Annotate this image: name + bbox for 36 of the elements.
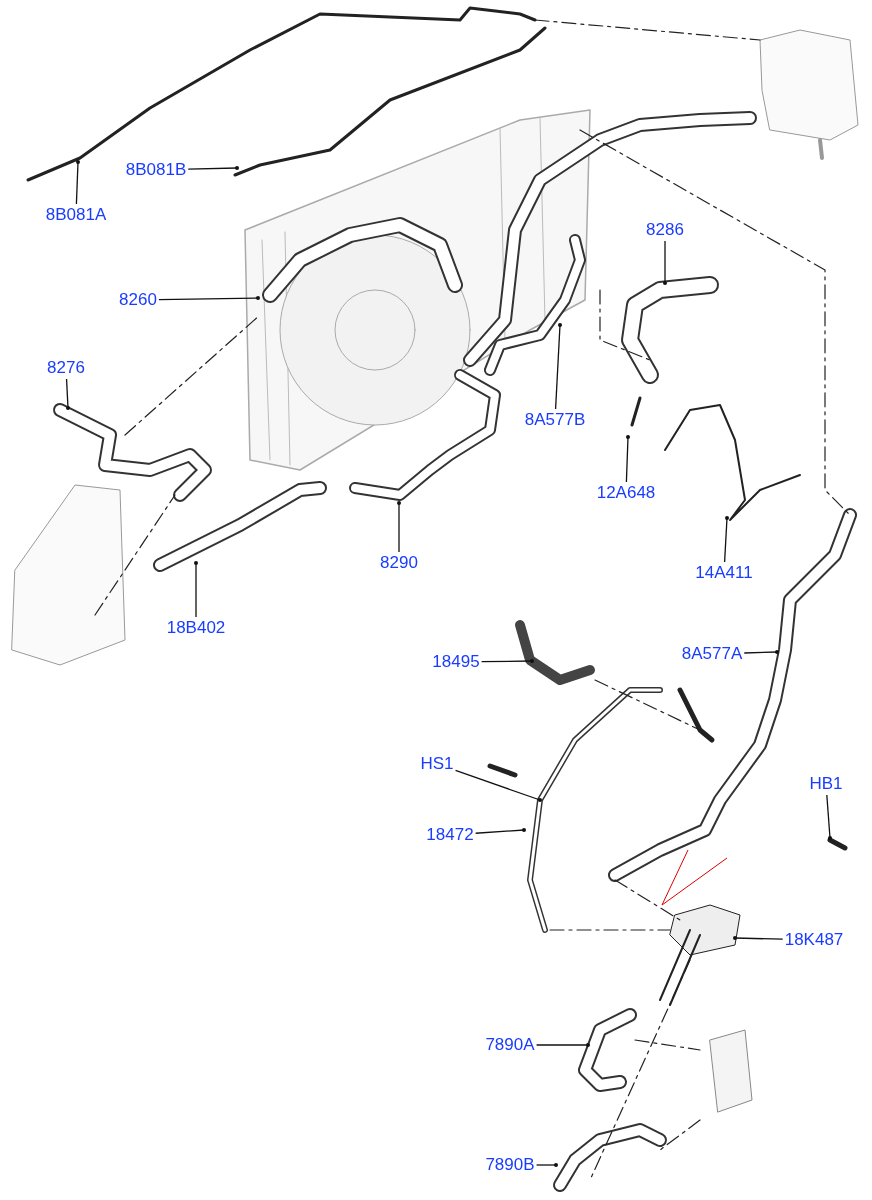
leader-line [475,828,526,834]
leader-line [733,936,784,940]
leader-line [454,769,542,802]
callout-number: 8286 [646,221,684,239]
callout-number: 14A411 [695,564,753,582]
callout-number: 8B081B [125,161,187,179]
callout-number: 12A648 [596,484,656,502]
leader-line [75,160,80,205]
callout-number: 8260 [119,291,157,309]
callout-number: 18K487 [784,931,844,949]
callout-number: HS1 [420,755,454,773]
leader-line [554,323,562,410]
callout-number: 18495 [432,653,480,671]
leader-line [158,296,260,301]
leader-line [65,378,70,410]
callout-number: 8A577B [524,411,586,429]
leader-line [194,561,198,618]
callout-number: 18B402 [166,619,226,637]
callout-number: 8276 [47,359,85,377]
callout-number: 8290 [380,554,418,572]
leader-line [743,650,779,654]
callout-number: 8A577A [681,645,743,663]
callout-number: 18472 [426,826,474,844]
leader-line [397,501,401,553]
callout-number: 7890B [485,1156,535,1174]
leader-line [663,240,667,285]
callout-number: HB1 [809,775,843,793]
leader-line [187,166,239,170]
callout-number: 8B081A [45,206,107,224]
leader-line [826,794,832,840]
leader-line [481,659,534,663]
leader-line [535,1043,590,1047]
leader-line [625,435,630,483]
callout-number: 7890A [485,1036,535,1054]
leader-line [535,1163,558,1167]
leader-line [723,516,729,563]
